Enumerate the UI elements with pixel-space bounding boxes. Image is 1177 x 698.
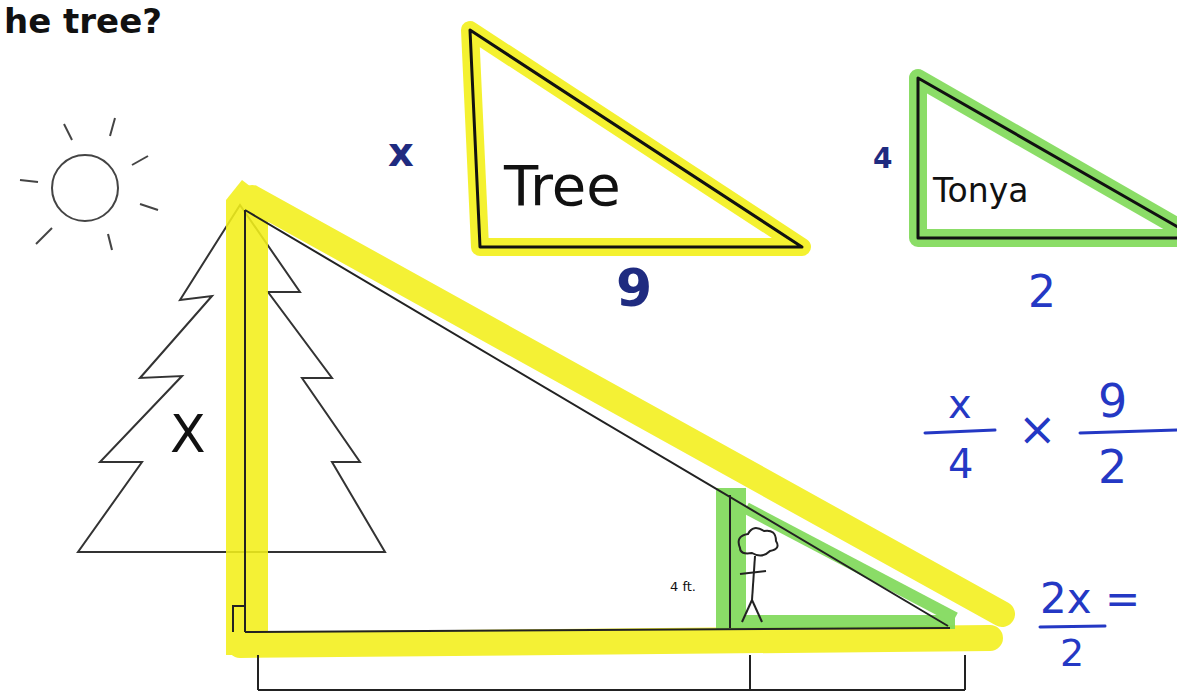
bracket-tick bbox=[749, 655, 751, 690]
tonya-height-line bbox=[729, 495, 731, 628]
tonya-height-label: 4 ft. bbox=[670, 580, 696, 593]
trunk-highlight bbox=[226, 180, 268, 655]
sun-ray bbox=[108, 234, 112, 250]
tonya-highlight bbox=[716, 488, 746, 628]
triangle-highlight bbox=[470, 30, 802, 247]
fraction-bar bbox=[1080, 430, 1177, 433]
sun bbox=[20, 118, 158, 250]
fraction-bar bbox=[1040, 626, 1105, 627]
triangle-outline bbox=[905, 68, 1177, 250]
triangle-outline bbox=[462, 22, 812, 257]
triangle-border bbox=[470, 30, 802, 247]
fraction-bars bbox=[925, 430, 1177, 627]
figure-arms bbox=[740, 571, 766, 574]
base-highlight bbox=[240, 638, 990, 645]
sun-ray bbox=[140, 204, 158, 210]
numerator: 9 bbox=[1098, 378, 1127, 424]
numerator: x bbox=[948, 384, 972, 424]
sun-ray bbox=[20, 180, 38, 182]
equation-text: 2x = bbox=[1040, 578, 1140, 620]
figure-head bbox=[739, 528, 778, 555]
tree-height-line bbox=[244, 210, 246, 632]
sun-disc bbox=[52, 155, 118, 221]
sun-ray-line bbox=[245, 210, 948, 626]
sun-ray bbox=[110, 118, 115, 136]
triangle-border bbox=[918, 78, 1177, 238]
side-label: 9 bbox=[616, 262, 652, 314]
denominator: 2 bbox=[1098, 444, 1127, 490]
triangle-highlight bbox=[918, 78, 1177, 238]
side-label: 4 bbox=[873, 145, 892, 173]
right-angle-mark bbox=[233, 606, 245, 632]
sun-ray bbox=[36, 228, 52, 244]
bracket-tick bbox=[257, 655, 259, 690]
cross-multiply-sign: × bbox=[1018, 406, 1057, 452]
figure-leg bbox=[752, 600, 762, 622]
bracket-tick bbox=[964, 655, 966, 690]
tree-height-label: X bbox=[168, 408, 208, 460]
denominator: 4 bbox=[948, 444, 973, 484]
distance-bracket bbox=[258, 655, 965, 690]
fraction-bar bbox=[925, 430, 995, 433]
tonya-triangle: Tonya bbox=[905, 68, 1177, 250]
denominator: 2 bbox=[1060, 634, 1084, 672]
figure-leg bbox=[742, 600, 752, 622]
triangle-label: Tree bbox=[504, 158, 621, 214]
figure-body bbox=[752, 556, 755, 600]
side-label: 2 bbox=[1028, 270, 1056, 314]
triangle-label: Tonya bbox=[933, 174, 1028, 207]
sun-ray bbox=[132, 156, 148, 165]
hypotenuse-highlight bbox=[252, 198, 1002, 614]
stick-figure bbox=[739, 528, 778, 622]
side-label: x bbox=[388, 132, 414, 172]
triangle-lines bbox=[233, 210, 950, 632]
question-text: he tree? bbox=[4, 4, 162, 38]
shadow-line bbox=[245, 628, 950, 632]
sun-ray bbox=[64, 124, 72, 140]
tonya-base-highlight bbox=[716, 615, 955, 629]
tree-triangle: Tree bbox=[462, 22, 812, 257]
bracket-line bbox=[258, 689, 965, 691]
